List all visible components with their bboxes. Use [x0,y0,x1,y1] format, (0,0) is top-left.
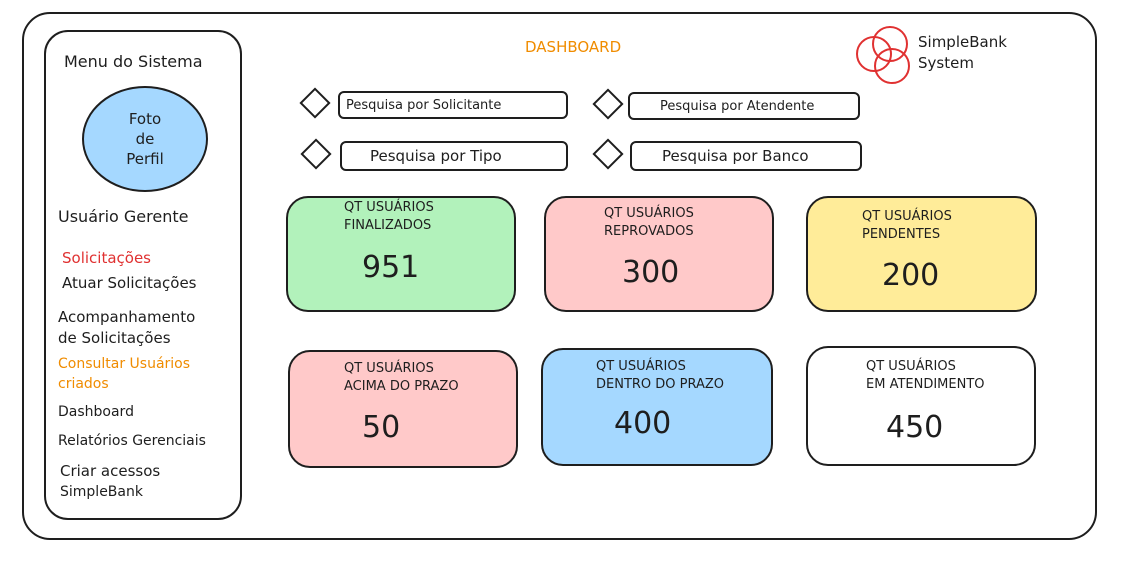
app-frame [22,12,1097,540]
avatar-text-line: de [135,129,155,148]
card-value: 400 [614,406,672,441]
card-label-line: EM ATENDIMENTO [866,376,985,392]
card-label: QT USUÁRIOS REPROVADOS [604,205,694,240]
card-value: 951 [362,250,420,285]
card-reprovados[interactable] [544,196,774,312]
logo-line-2: System [918,54,974,72]
card-value: 450 [886,410,944,445]
filter-solicitante-field[interactable]: Pesquisa por Solicitante [338,91,568,119]
avatar-text-line: Perfil [126,150,164,169]
card-label: QT USUÁRIOS EM ATENDIMENTO [866,358,985,393]
sidebar-item-acompanhamento[interactable]: Acompanhamento [58,308,196,326]
card-acima-do-prazo[interactable] [288,350,518,468]
filter-banco-field[interactable]: Pesquisa por Banco [630,141,862,171]
card-value: 200 [882,258,940,293]
sidebar [44,30,242,520]
card-dentro-do-prazo[interactable] [541,348,773,466]
card-value: 300 [622,255,680,290]
card-label: QT USUÁRIOS DENTRO DO PRAZO [596,358,724,393]
card-label-line: DENTRO DO PRAZO [596,376,725,392]
avatar-text-line: Foto [128,109,162,128]
card-label-line: QT USUÁRIOS [866,359,956,374]
card-label-line: QT USUÁRIOS [344,200,434,215]
sidebar-item-criar-acessos-line2[interactable]: SimpleBank [60,484,143,500]
card-label-line: QT USUÁRIOS [862,209,952,224]
sidebar-item-consultar-usuarios[interactable]: Consultar Usuários [58,356,191,372]
logo-rings-icon [856,26,910,84]
profile-avatar[interactable]: Foto de Perfil [82,86,208,192]
page-title: DASHBOARD [525,38,622,56]
menu-title: Menu do Sistema [64,52,203,71]
filter-tipo-field[interactable]: Pesquisa por Tipo [340,141,568,171]
card-finalizados[interactable] [286,196,516,312]
card-label-line: PENDENTES [862,226,941,242]
sidebar-item-solicitacoes[interactable]: Solicitações [62,249,151,267]
sidebar-item-acompanhamento-line2[interactable]: de Solicitações [58,329,171,347]
card-label: QT USUÁRIOS FINALIZADOS [344,199,434,234]
card-label-line: QT USUÁRIOS [344,361,434,376]
logo-line-1: SimpleBank [918,33,1007,51]
logo-text: SimpleBank System [918,32,1007,74]
card-value: 50 [362,410,401,445]
card-label-line: QT USUÁRIOS [596,359,686,374]
card-label-line: ACIMA DO PRAZO [344,378,459,394]
sidebar-item-dashboard[interactable]: Dashboard [58,404,134,420]
card-em-atendimento[interactable] [806,346,1036,466]
card-pendentes[interactable] [806,196,1037,312]
card-label-line: REPROVADOS [604,223,694,239]
card-label-line: FINALIZADOS [344,217,432,233]
card-label: QT USUÁRIOS PENDENTES [862,208,952,243]
sidebar-item-atuar-solicitacoes[interactable]: Atuar Solicitações [62,274,197,292]
user-role: Usuário Gerente [58,207,189,226]
filter-atendente-field[interactable]: Pesquisa por Atendente [628,92,860,120]
card-label-line: QT USUÁRIOS [604,206,694,221]
sidebar-item-relatorios[interactable]: Relatórios Gerenciais [58,433,206,449]
sidebar-item-criar-acessos[interactable]: Criar acessos [60,462,161,480]
card-label: QT USUÁRIOS ACIMA DO PRAZO [344,360,459,395]
sidebar-item-consultar-usuarios-line2[interactable]: criados [58,376,109,392]
